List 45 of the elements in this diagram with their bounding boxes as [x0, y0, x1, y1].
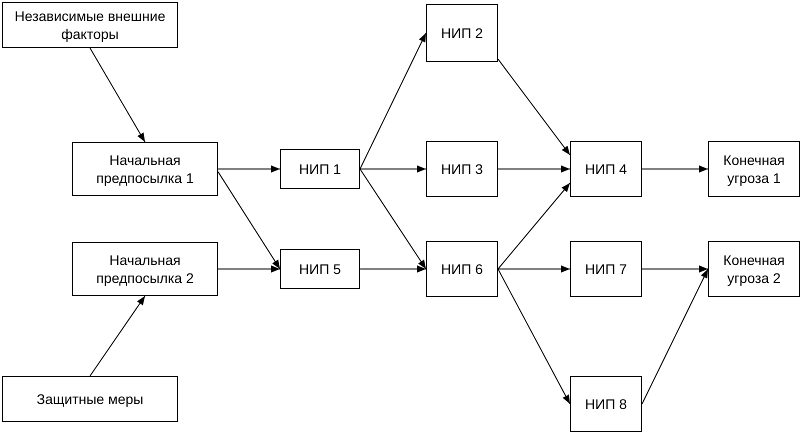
- process-box: [280, 249, 360, 289]
- process-box: [570, 376, 642, 432]
- process-box: [426, 141, 498, 197]
- box-label: Начальная предпосылка 2: [95, 251, 195, 287]
- box-label: НИП 2: [441, 24, 483, 42]
- box-label: НИП 4: [585, 160, 627, 178]
- box-label: Независимые внешние факторы: [14, 7, 166, 43]
- arrow: [498, 165, 570, 173]
- arrow: [498, 265, 570, 273]
- process-box: [708, 141, 800, 197]
- arrow: [90, 48, 146, 142]
- arrow: [218, 171, 280, 270]
- arrow: [360, 165, 426, 173]
- arrow: [498, 58, 570, 156]
- process-box: [708, 241, 800, 297]
- arrow: [642, 265, 708, 273]
- box-label: Начальная предпосылка 1: [95, 151, 195, 187]
- arrow: [360, 265, 426, 273]
- box-label: НИП 8: [585, 395, 627, 413]
- arrow: [498, 182, 570, 270]
- box-label: Защитные меры: [36, 390, 144, 408]
- arrow: [498, 268, 570, 404]
- process-box: [570, 241, 642, 297]
- arrow: [218, 165, 280, 173]
- box-label: НИП 6: [441, 260, 483, 278]
- box-label: НИП 3: [441, 160, 483, 178]
- process-box: [426, 241, 498, 297]
- process-box: [280, 149, 360, 189]
- process-box: [2, 376, 178, 422]
- arrow: [360, 32, 426, 170]
- process-box: [2, 2, 178, 48]
- process-box: [426, 4, 498, 62]
- box-label: НИП 5: [299, 260, 341, 278]
- process-box: [72, 142, 218, 196]
- arrow: [360, 168, 426, 270]
- arrow: [90, 296, 146, 376]
- box-label: НИП 7: [585, 260, 627, 278]
- box-label: НИП 1: [299, 160, 341, 178]
- box-label: Конечная угроза 1: [722, 151, 786, 187]
- arrow: [218, 265, 280, 273]
- process-box: [570, 141, 642, 197]
- box-label: Конечная угроза 2: [722, 251, 786, 287]
- process-box: [72, 242, 218, 296]
- arrow: [642, 268, 708, 404]
- arrow: [642, 165, 708, 173]
